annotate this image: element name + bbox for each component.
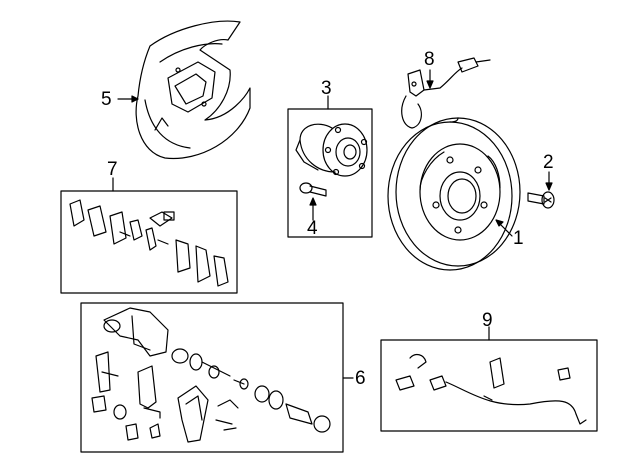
hub-box [287, 108, 373, 238]
splash-shield-illustration [135, 20, 251, 160]
callout-1: 1 [513, 228, 524, 249]
callout-9: 9 [482, 310, 493, 331]
abs-sensor-illustration [395, 353, 587, 425]
callout-2: 2 [543, 152, 554, 173]
brake-hose-illustration [401, 57, 491, 129]
rotor-screw-illustration [527, 191, 555, 209]
brake-pads-illustration [69, 199, 229, 287]
brake-rotor-illustration [387, 117, 521, 271]
callout-3: 3 [321, 78, 332, 99]
callout-7: 7 [107, 159, 118, 180]
callout-6: 6 [355, 368, 366, 389]
caliper-illustration [91, 307, 331, 443]
hub-bolt-illustration [299, 182, 327, 197]
callout-4: 4 [307, 218, 318, 239]
callout-5: 5 [101, 89, 112, 110]
pads-box [60, 190, 238, 294]
hub-bearing-illustration [295, 123, 368, 177]
callout-8: 8 [424, 49, 435, 70]
